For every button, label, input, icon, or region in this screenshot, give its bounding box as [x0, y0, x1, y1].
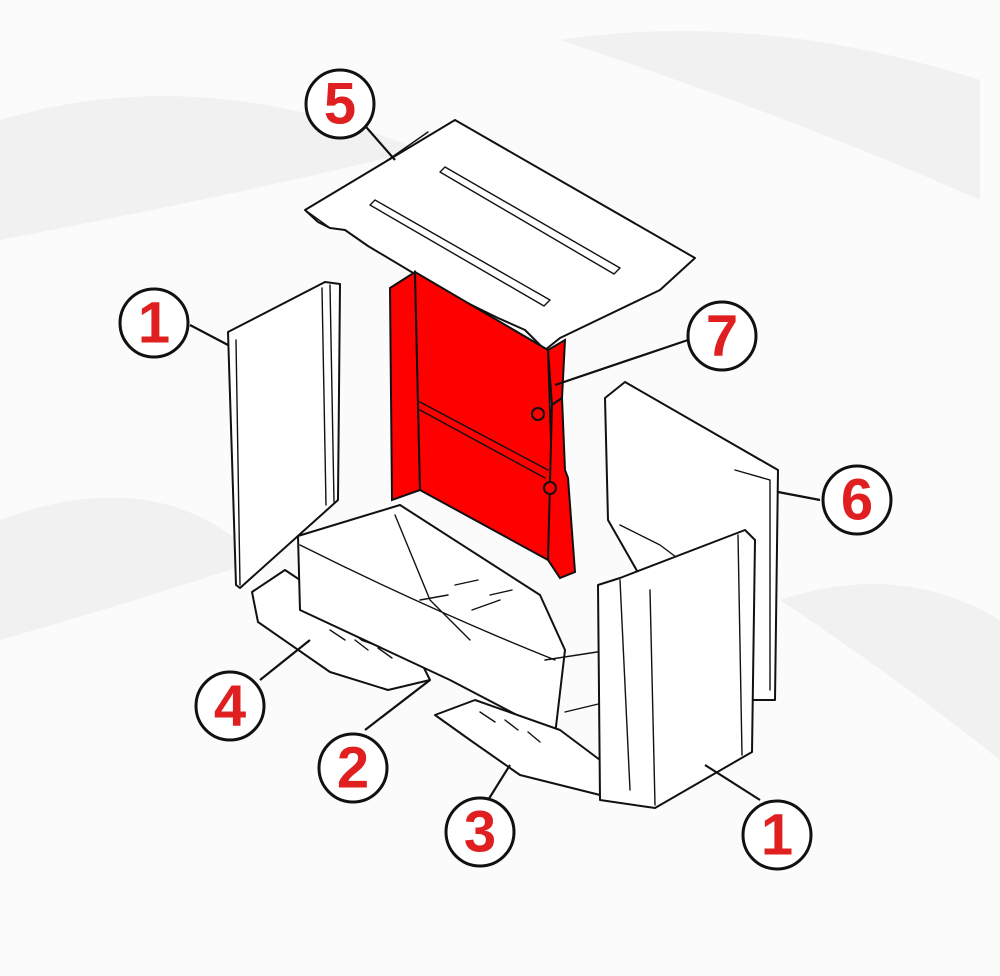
svg-text:3: 3 — [464, 800, 496, 865]
part-1-left-side-panel[interactable] — [227, 281, 341, 589]
leader-2 — [364, 679, 431, 731]
svg-text:5: 5 — [324, 72, 356, 137]
leader-lines — [189, 119, 821, 806]
leader-1-right — [704, 764, 761, 801]
callout-7: 7 — [686, 300, 758, 372]
part-5-top-baffle[interactable] — [304, 119, 696, 351]
callout-1-right: 1 — [741, 799, 813, 871]
leader-4 — [259, 639, 311, 681]
leader-6 — [777, 490, 821, 502]
callout-3: 3 — [444, 796, 516, 868]
callout-4: 4 — [194, 670, 266, 742]
callout-6: 6 — [821, 464, 893, 536]
svg-text:6: 6 — [841, 468, 873, 533]
svg-text:1: 1 — [761, 803, 793, 868]
callout-2: 2 — [317, 732, 389, 804]
leader-1-left — [189, 324, 229, 346]
callout-5: 5 — [304, 68, 376, 140]
callout-1-left: 1 — [118, 287, 190, 359]
svg-text:7: 7 — [706, 304, 738, 369]
svg-text:1: 1 — [138, 291, 170, 356]
part-1-right-side-panel[interactable] — [597, 529, 756, 809]
background-watermark — [0, 31, 1000, 760]
svg-text:2: 2 — [337, 736, 369, 801]
svg-text:4: 4 — [214, 674, 246, 739]
part-2-front-tray[interactable] — [297, 504, 566, 736]
leader-7 — [554, 338, 689, 387]
part-7-rear-panel[interactable] — [388, 270, 577, 580]
